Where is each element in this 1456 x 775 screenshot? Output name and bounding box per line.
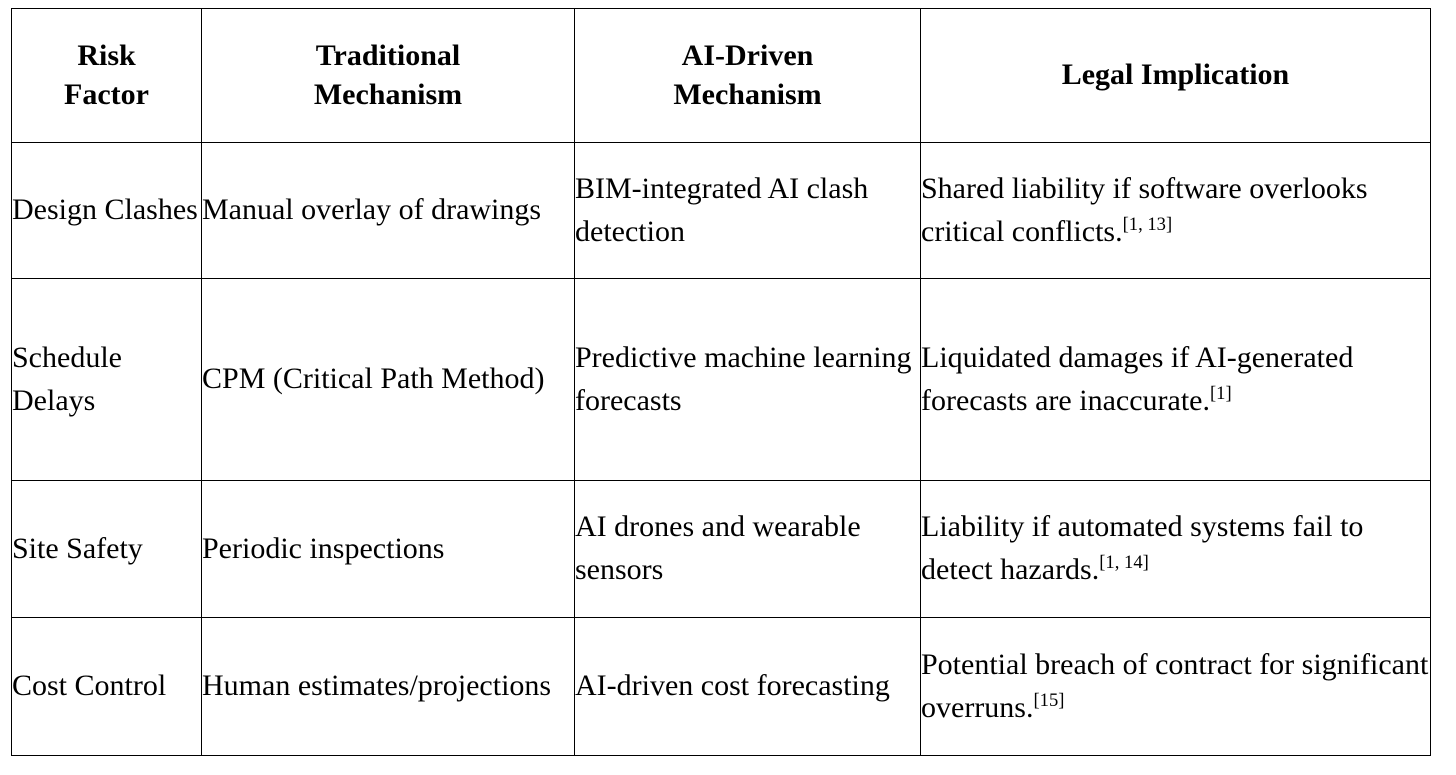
cell-risk-factor: Design Clashes: [11, 142, 202, 279]
cell-traditional-mechanism: Human estimates/projections: [201, 617, 575, 756]
table-header: Risk Factor Traditional Mechanism AI-Dri…: [11, 8, 1431, 143]
cell-traditional-mechanism: Manual overlay of drawings: [201, 142, 575, 279]
cell-ai-driven-mechanism: BIM-integrated AI clash detection: [574, 142, 921, 279]
column-header-legal-implication-label: Legal Implication: [1061, 58, 1290, 92]
column-header-risk-factor-label: Risk Factor: [64, 39, 149, 111]
cell-ai-driven-mechanism: Predictive machine learning forecasts: [574, 278, 921, 481]
cell-ai-driven-mechanism: AI-driven cost forecasting: [574, 617, 921, 756]
cell-legal-implication: Liquidated damages if AI-generated forec…: [920, 278, 1431, 481]
citation-reference: [1]: [1209, 382, 1232, 404]
table-row: Schedule Delays CPM (Critical Path Metho…: [11, 278, 1431, 481]
column-header-ai-driven-mechanism: AI-Driven Mechanism: [574, 8, 921, 143]
cell-ai-driven-mechanism: AI drones and wearable sensors: [574, 480, 921, 618]
table-body: Design Clashes Manual overlay of drawing…: [11, 142, 1431, 756]
header-row: Risk Factor Traditional Mechanism AI-Dri…: [11, 8, 1431, 143]
cell-legal-implication: Potential breach of contract for signifi…: [920, 617, 1431, 756]
cell-traditional-mechanism: CPM (Critical Path Method): [201, 278, 575, 481]
cell-risk-factor: Site Safety: [11, 480, 202, 618]
column-header-risk-factor: Risk Factor: [11, 8, 202, 143]
risk-comparison-table: Risk Factor Traditional Mechanism AI-Dri…: [11, 8, 1431, 756]
table-row: Design Clashes Manual overlay of drawing…: [11, 142, 1431, 279]
citation-reference: [1, 14]: [1099, 552, 1149, 573]
citation-reference: [1, 13]: [1122, 213, 1173, 235]
column-header-traditional-mechanism: Traditional Mechanism: [201, 8, 575, 143]
cell-traditional-mechanism: Periodic inspections: [201, 480, 575, 618]
column-header-traditional-mechanism-label: Traditional Mechanism: [313, 39, 463, 111]
column-header-legal-implication: Legal Implication: [920, 8, 1431, 143]
cell-legal-implication: Liability if automated systems fail to d…: [920, 480, 1431, 618]
column-header-ai-driven-mechanism-label: AI-Driven Mechanism: [673, 39, 822, 111]
citation-reference: [15]: [1033, 689, 1065, 711]
cell-risk-factor: Schedule Delays: [11, 278, 202, 481]
cell-legal-implication: Shared liability if software overlooks c…: [920, 142, 1431, 279]
table-row: Cost Control Human estimates/projections…: [11, 617, 1431, 756]
cell-risk-factor: Cost Control: [11, 617, 202, 756]
table-row: Site Safety Periodic inspections AI dron…: [11, 480, 1431, 618]
